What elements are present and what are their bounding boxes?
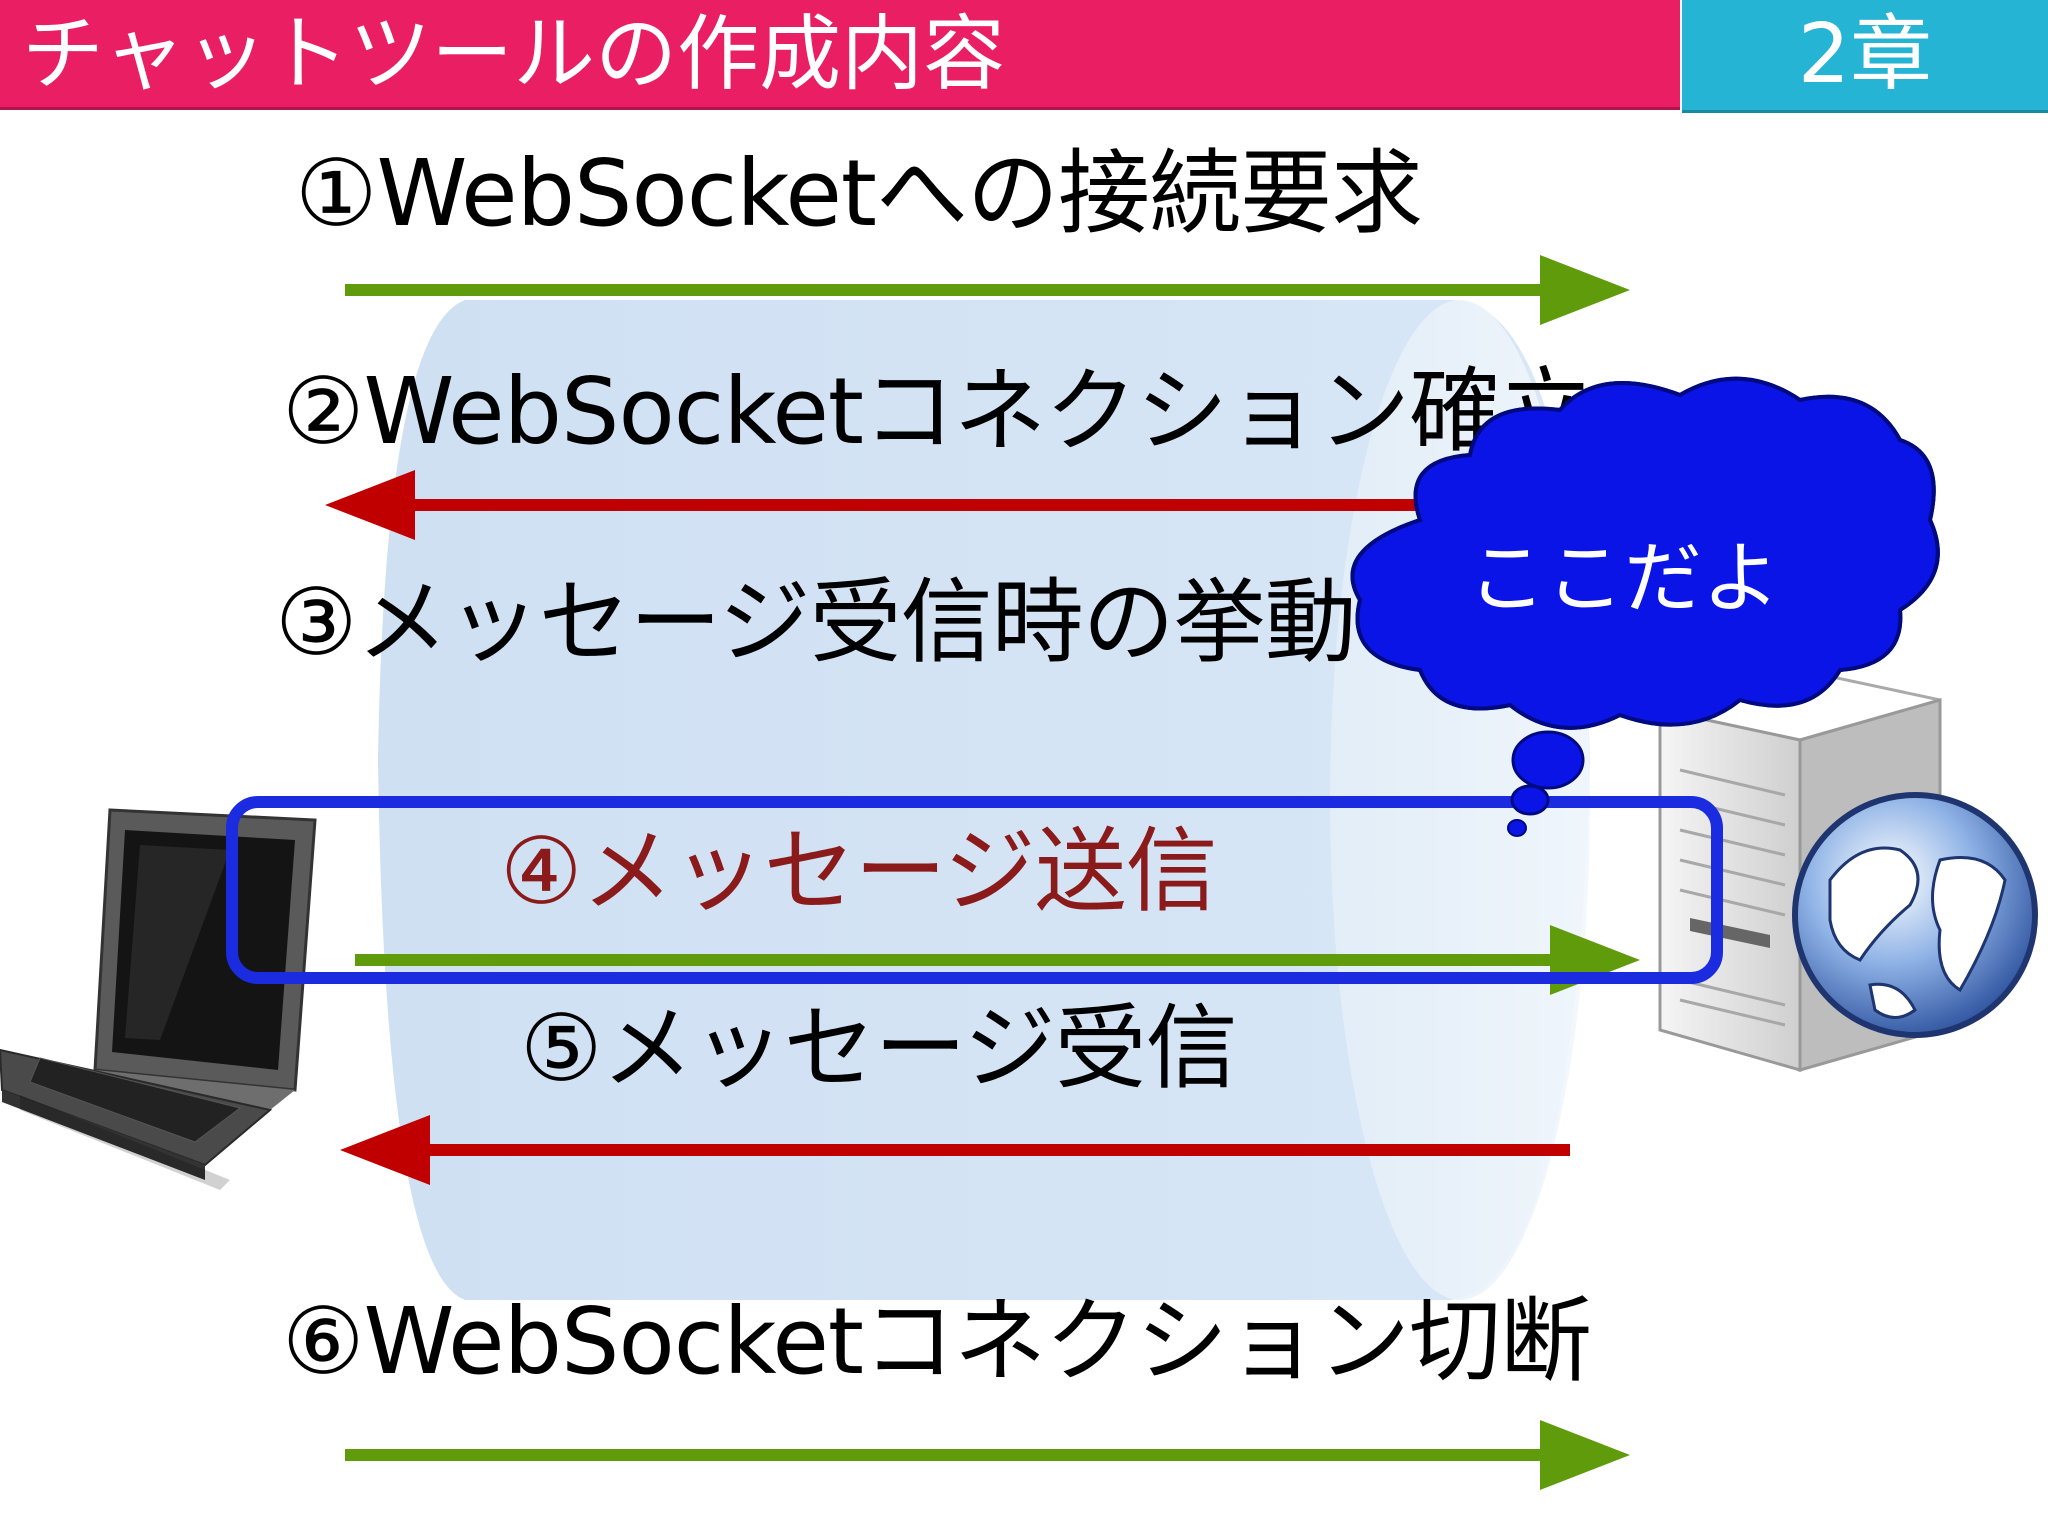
step-4-label: ④メッセージ送信 [500, 818, 1218, 925]
laptop-icon [0, 808, 317, 1190]
step-3-label: ③メッセージ受信時の挙動 [275, 569, 1357, 676]
step-6-label: ⑥WebSocketコネクション切断 [282, 1288, 1592, 1395]
step-1-label: ①WebSocketへの接続要求 [295, 140, 1423, 247]
highlight-box [226, 796, 1723, 984]
arrow-6 [345, 1420, 1630, 1490]
callout-text: ここだよ [1468, 534, 1781, 624]
arrow-1 [345, 255, 1630, 325]
step-5-label: ⑤メッセージ受信 [520, 995, 1238, 1102]
arrow-5 [340, 1115, 1570, 1185]
globe-icon [1792, 792, 2038, 1038]
step-2-label: ②WebSocketコネクション確立 [282, 358, 1592, 465]
arrow-2 [325, 470, 1470, 540]
slide-title: チャットツールの作成内容 [0, 0, 1680, 110]
chapter-badge: 2章 [1682, 0, 2048, 113]
